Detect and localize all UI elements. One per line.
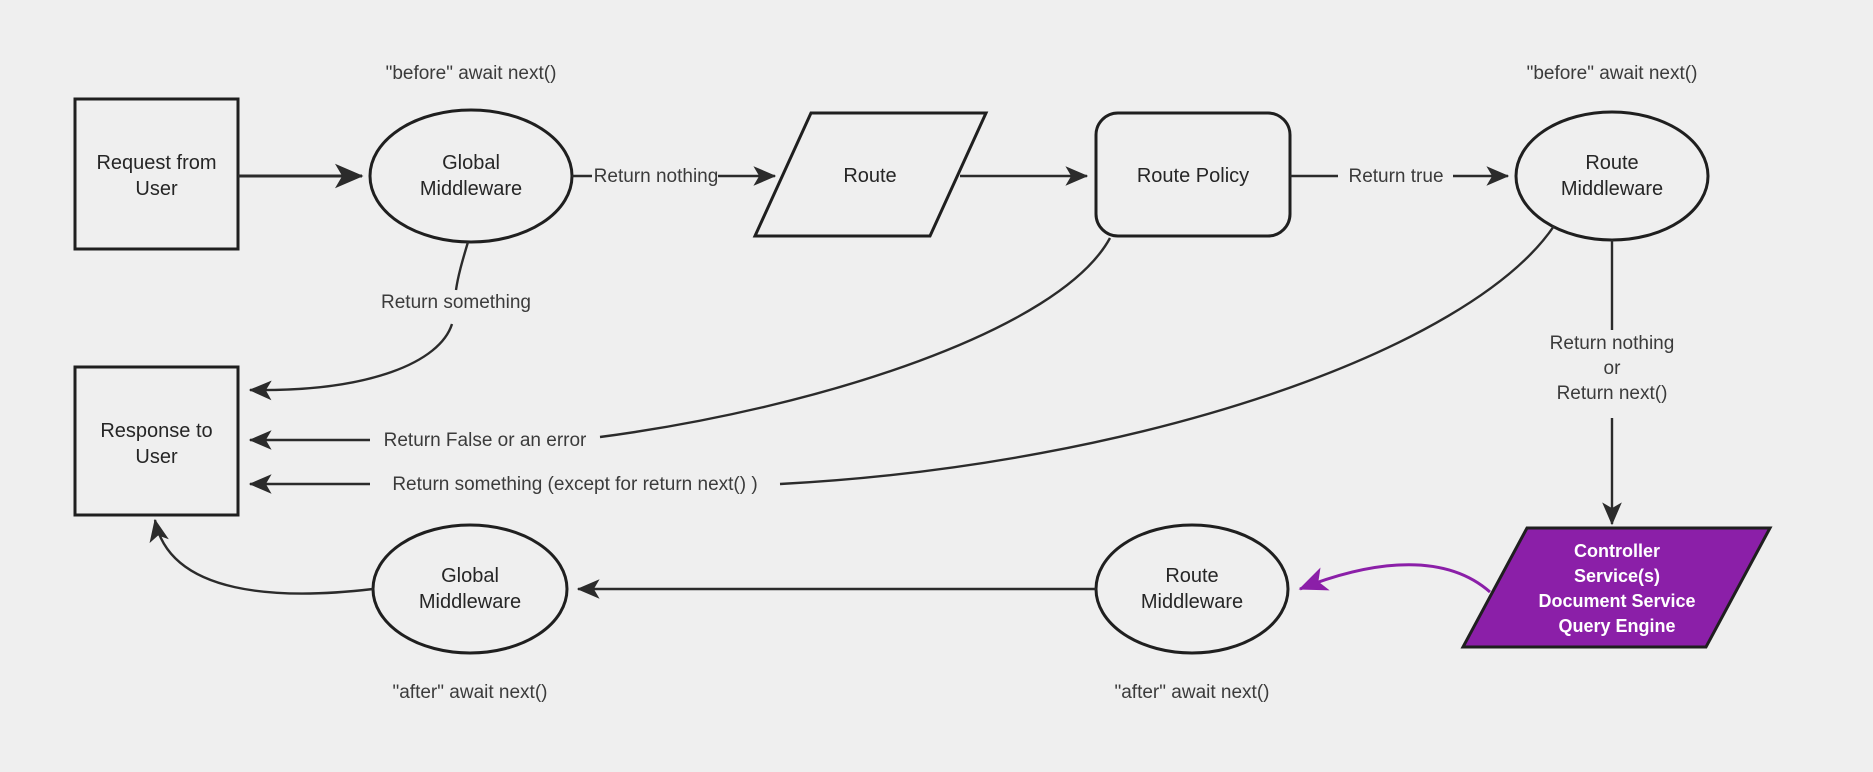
node-route-shape[interactable] xyxy=(752,111,989,238)
node-global-middleware-bottom-shape[interactable] xyxy=(371,523,569,655)
annotation-after-await-next-route: "after" await next() xyxy=(1114,682,1270,703)
node-route-middleware-bottom-shape[interactable] xyxy=(1094,523,1290,655)
node-route-middleware-top-shape[interactable] xyxy=(1514,110,1710,242)
edge-controller-to-route-middleware-bottom xyxy=(1298,563,1491,594)
edge-global-middleware-return-something-upper xyxy=(454,241,470,291)
node-controller-services-shape[interactable] xyxy=(1460,526,1773,649)
node-request-from-user-shape[interactable] xyxy=(73,97,240,251)
node-global-middleware-top-shape[interactable] xyxy=(368,108,574,244)
node-response-to-user-shape[interactable] xyxy=(73,365,240,517)
edge-global-middleware-return-something-lower xyxy=(248,323,454,401)
edge-label-return-nothing: Return nothing xyxy=(593,166,719,187)
edge-route-middleware-to-response-curve xyxy=(779,225,1555,486)
annotation-after-await-next-global: "after" await next() xyxy=(392,682,548,703)
edge-label-return-nothing-or-next: Return nothing or Return next() xyxy=(1549,333,1675,404)
node-route-policy-shape[interactable] xyxy=(1094,111,1292,238)
edge-route-policy-to-response-curve xyxy=(599,237,1112,439)
annotation-before-await-next-global: "before" await next() xyxy=(385,63,557,84)
annotation-before-await-next-route: "before" await next() xyxy=(1526,63,1698,84)
edge-global-middleware-bottom-to-response xyxy=(149,518,374,595)
edge-label-return-true: Return true xyxy=(1348,166,1444,187)
edge-label-return-something-except-next: Return something (except for return next… xyxy=(392,474,758,495)
edge-label-return-something-global: Return something xyxy=(381,292,531,313)
edge-label-return-false-or-error: Return False or an error xyxy=(383,430,587,451)
